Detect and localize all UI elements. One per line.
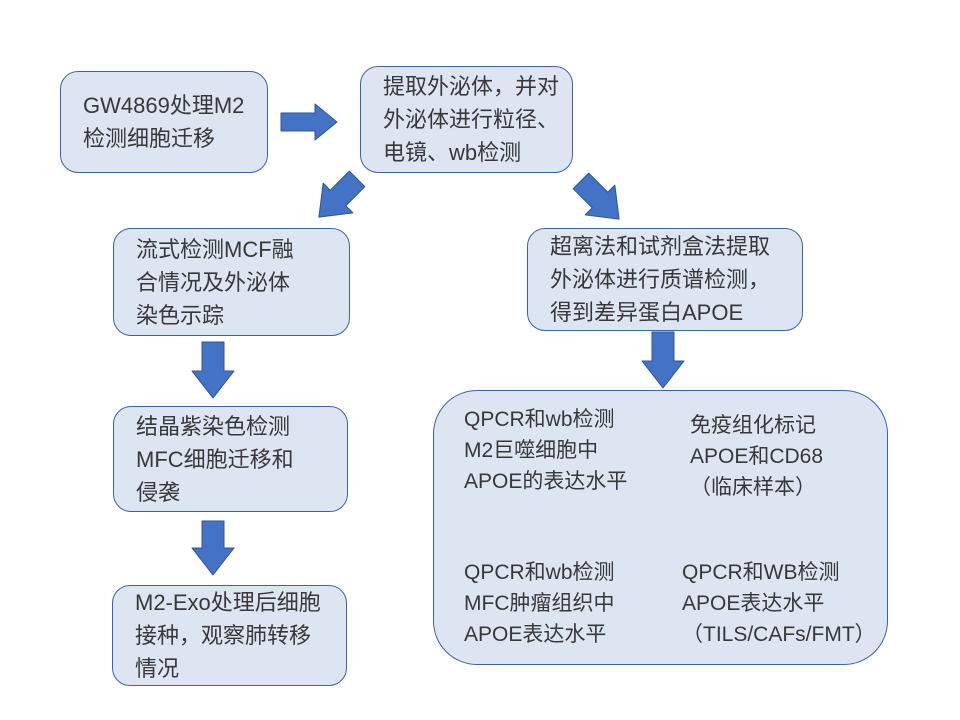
cluster-item-ihc-apoe-cd68: 免疫组化标记 APOE和CD68 （临床样本） [690,414,824,499]
arrow-down-glyph [191,341,235,399]
flow-cluster-apoe-validation: QPCR和wb检测 M2巨噬细胞中 APOE的表达水平 免疫组化标记 APOE和… [433,390,888,665]
arrow-down-right-glyph [572,172,620,220]
arrow-right-icon [280,103,338,141]
arrow-down-icon [641,331,685,389]
arrow-down-glyph [191,520,235,576]
cluster-item-qpcr-tils: QPCR和WB检测 APOE表达水平 （TILS/CAFs/FMT） [682,561,876,646]
flow-node-ultracentrifuge-label: 超离法和试剂盒法提取 外泌体进行质谱检测， 得到差异蛋白APOE [550,234,771,325]
flow-node-gw4869-label: GW4869处理M2 检测细胞迁移 [83,93,245,151]
flow-node-m2-exo: M2-Exo处理后细胞 接种，观察肺转移 情况 [112,585,347,686]
flow-node-extract-exosome: 提取外泌体，并对 外泌体进行粒径、 电镜、wb检测 [360,66,573,173]
flow-node-crystal-violet-label: 结晶紫染色检测 MFC细胞迁移和 侵袭 [136,413,294,505]
flow-node-extract-exosome-label: 提取外泌体，并对 外泌体进行粒径、 电镜、wb检测 [383,74,560,165]
arrow-down-left-glyph [318,170,366,218]
arrow-down-icon [191,520,235,576]
flow-node-m2-exo-label: M2-Exo处理后细胞 接种，观察肺转移 情况 [135,590,321,681]
cluster-item-qpcr-mfc: QPCR和wb检测 MFC肿瘤组织中 APOE表达水平 [464,561,615,646]
flow-node-flow-cytometry-label: 流式检测MCF融 合情况及外泌体 染色示踪 [136,236,294,328]
arrow-down-glyph [641,331,685,389]
flow-node-crystal-violet: 结晶紫染色检测 MFC细胞迁移和 侵袭 [113,406,348,512]
flow-node-flow-cytometry: 流式检测MCF融 合情况及外泌体 染色示踪 [113,228,350,336]
flow-node-gw4869: GW4869处理M2 检测细胞迁移 [60,71,268,173]
flow-node-ultracentrifuge: 超离法和试剂盒法提取 外泌体进行质谱检测， 得到差异蛋白APOE [527,228,803,331]
arrow-down-right-icon [565,165,636,236]
cluster-item-qpcr-m2: QPCR和wb检测 M2巨噬细胞中 APOE的表达水平 [464,408,628,493]
arrow-right-glyph [280,103,338,141]
arrow-down-left-icon [303,163,374,234]
arrow-down-icon [191,341,235,399]
